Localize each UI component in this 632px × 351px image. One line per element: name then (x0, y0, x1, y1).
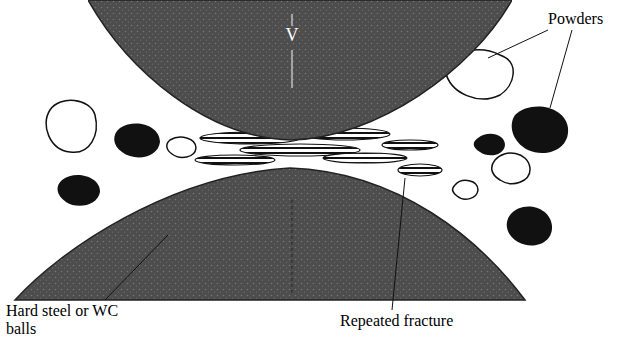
powder-white (492, 153, 530, 184)
powder-black (507, 207, 552, 246)
powder-white (453, 180, 478, 199)
velocity-line (291, 50, 292, 88)
part-label: Powders (548, 10, 628, 28)
top-ball: V (88, 0, 512, 142)
powder-black (512, 106, 568, 153)
ball-shape (88, 0, 512, 140)
powder-black (57, 175, 100, 206)
ball-outline (88, 0, 512, 142)
velocity-label: V (286, 26, 299, 46)
powder-white (167, 137, 196, 157)
velocity-line (291, 14, 292, 26)
powder-black (474, 134, 505, 156)
ball-axis (292, 200, 293, 295)
bottom-ball (15, 168, 525, 300)
part-label: Hard steel or WC balls (6, 302, 126, 337)
powder-white (46, 100, 96, 152)
part-label: Repeated fracture (340, 312, 500, 330)
powder-black (114, 123, 160, 157)
